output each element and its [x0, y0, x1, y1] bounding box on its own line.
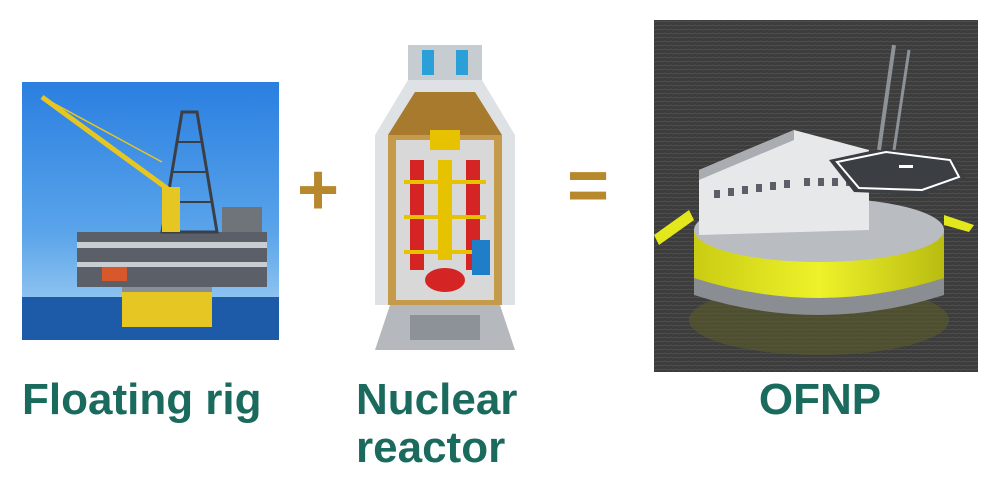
reactor-caption-line2: reactor — [356, 423, 506, 472]
floating-rig-image — [22, 82, 279, 340]
ofnp-caption: OFNP — [758, 375, 882, 424]
plus-operator: + — [297, 150, 340, 230]
floating-rig-caption: Floating rig — [22, 375, 262, 424]
equals-operator: = — [567, 146, 610, 226]
nuclear-reactor-image — [360, 40, 530, 360]
ofnp-image — [654, 20, 978, 372]
reactor-caption-line1: Nuclear — [356, 375, 518, 424]
nuclear-reactor-caption: Nuclear reactor — [356, 376, 556, 472]
